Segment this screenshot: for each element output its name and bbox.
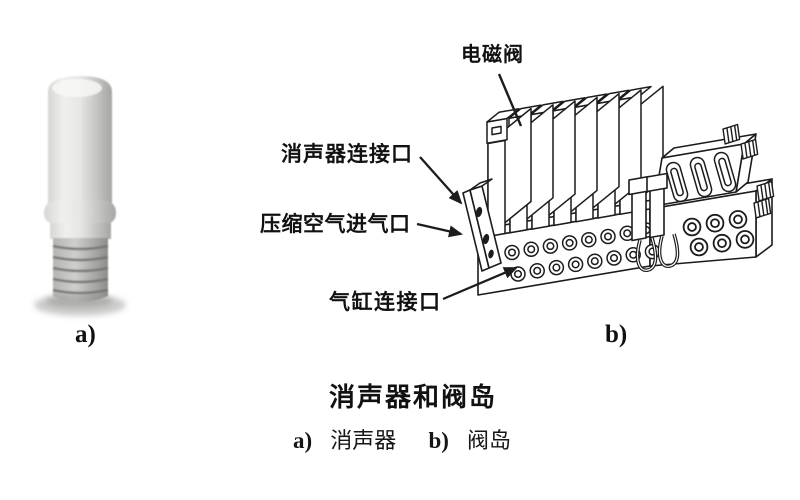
legend-key-b: b) (428, 428, 449, 453)
figure-legend: a) 消声器 b) 阀岛 (293, 428, 511, 453)
silencer-port (475, 206, 483, 218)
cable-clips (635, 233, 680, 272)
arrow-cylinder-port (442, 266, 518, 301)
arrow-silencer-port (419, 156, 463, 205)
legend-key-a: a) (293, 428, 313, 453)
figure-title: 消声器和阀岛 (329, 382, 498, 412)
blanking-blocks (628, 172, 668, 242)
arrow-air-inlet (416, 222, 463, 238)
panel-label-a: a) (75, 321, 96, 348)
callout-solenoid-valve: 电磁阀 (461, 44, 524, 66)
callout-silencer-port: 消声器连接口 (281, 143, 413, 166)
panel-label-b: b) (605, 321, 628, 348)
electrical-module (649, 123, 775, 267)
callout-arrows (416, 73, 523, 301)
callout-cylinder-port: 气缸连接口 (329, 291, 442, 314)
legend-label-a: 消声器 (330, 428, 397, 453)
legend-label-b: 阀岛 (467, 428, 512, 453)
silencer-photo (34, 76, 126, 316)
aux-port (488, 249, 494, 259)
callout-air-inlet-port: 压缩空气进气口 (260, 213, 411, 236)
leader-line-solenoid (497, 73, 523, 127)
valve-island-drawing (462, 85, 775, 296)
end-plate (462, 178, 502, 272)
air-inlet-port (482, 233, 490, 245)
